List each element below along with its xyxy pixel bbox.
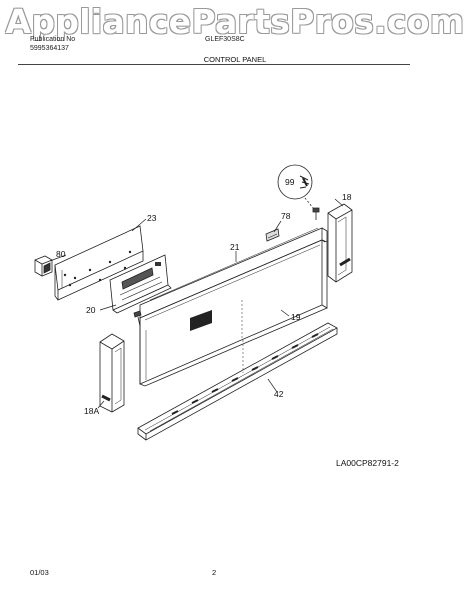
part-callout-42: 42 [274,389,284,399]
watermark: AppliancePartsPros.com [5,2,465,41]
control-board-20 [109,254,172,314]
end-cap-18 [327,203,353,283]
leader-lines [49,198,344,409]
model-number: GLEF30S8C [205,36,245,43]
part-callout-20: 20 [86,305,96,315]
part-callout-19: 19 [291,312,301,322]
part-callout-23: 23 [147,213,157,223]
part-callout-18A: 18A [84,406,99,416]
part-callout-78: 78 [281,211,291,221]
badge-78 [265,228,280,242]
drawing-id: LA00CP82791-2 [336,458,399,468]
screw-99 [312,207,320,220]
trim-strip-42 [137,322,338,441]
section-title: CONTROL PANEL [203,55,267,64]
part-callout-21: 21 [230,242,240,252]
part-callout-99: 99 [285,177,295,187]
footer-date: 01/03 [30,568,49,577]
part-callout-80: 80 [56,249,66,259]
publication-number: 5995364137 [30,45,69,52]
screw-callout-99 [277,164,314,209]
end-cap-18A [99,333,125,413]
bracket-plate-23 [54,225,144,301]
part-callout-18: 18 [342,192,352,202]
screw-small [133,310,142,327]
header-rule [18,64,410,65]
publication-label: Publication No [30,36,76,43]
connector-block-80 [34,255,53,277]
footer-page-number: 2 [212,568,217,577]
control-panel-face-19 [139,239,328,387]
